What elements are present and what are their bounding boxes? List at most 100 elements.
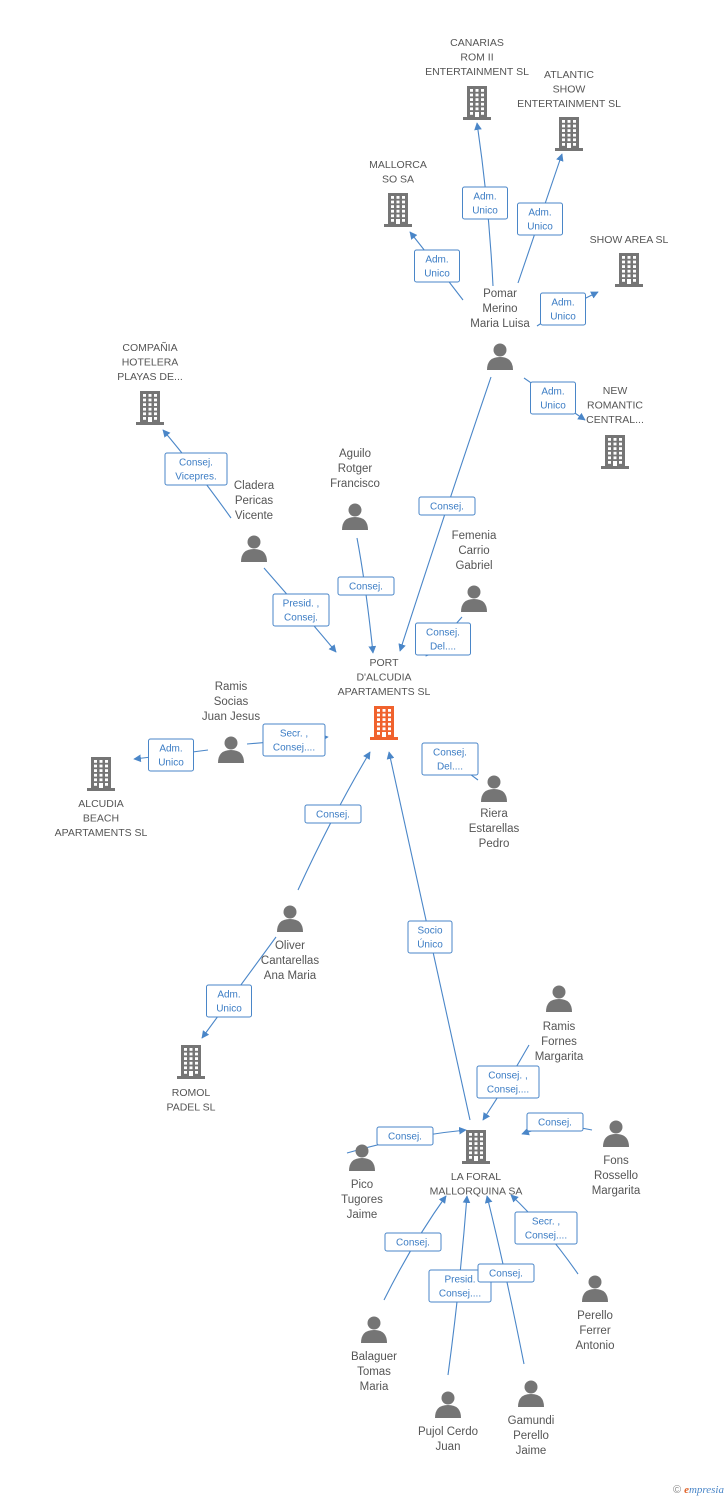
node-label: HOTELERA xyxy=(122,357,179,369)
relation-box xyxy=(148,738,194,772)
relation-label-r5[interactable]: Adm.Unico xyxy=(530,381,576,415)
relation-label-r12[interactable]: Secr. ,Consej.... xyxy=(262,723,326,757)
relation-label-r13[interactable]: Consej.Del.... xyxy=(421,742,479,776)
person-icon xyxy=(487,343,513,370)
relation-text: Del.... xyxy=(430,642,456,653)
relation-text: Consej.... xyxy=(273,743,315,754)
relation-label-r3[interactable]: Adm.Unico xyxy=(414,249,460,283)
relation-text: Consej.... xyxy=(525,1231,567,1242)
node-label: Pericas xyxy=(235,495,274,507)
relation-label-r16[interactable]: Adm. Unico xyxy=(206,984,252,1018)
node-label: NEW xyxy=(603,385,628,397)
node-label: PORT xyxy=(370,657,400,669)
relation-label-r9[interactable]: Presid. ,Consej. xyxy=(272,593,330,627)
company-node-showarea[interactable]: SHOW AREA SL xyxy=(590,234,669,287)
relation-text: Consej. , xyxy=(488,1071,527,1082)
relation-label-r19[interactable]: Consej. xyxy=(526,1112,584,1132)
relation-label-r21[interactable]: Consej. xyxy=(384,1232,442,1252)
node-label: Oliver xyxy=(275,940,305,952)
relation-label-r4[interactable]: Adm.Unico xyxy=(540,292,586,326)
relation-label-r10[interactable]: Consej. Del.... xyxy=(415,622,471,656)
node-label: PLAYAS DE... xyxy=(117,371,183,383)
relation-label-r18[interactable]: Consej. xyxy=(376,1126,434,1146)
relation-text: Consej.... xyxy=(487,1085,529,1096)
node-label: ROM II xyxy=(460,52,493,64)
relation-label-r20[interactable]: Secr. ,Consej.... xyxy=(514,1211,578,1245)
node-label: Socias xyxy=(214,696,249,708)
relation-label-r1[interactable]: Adm.Unico xyxy=(462,186,508,220)
relation-box xyxy=(337,576,395,596)
relation-box xyxy=(530,381,576,415)
relation-label-r17[interactable]: Consej. , Consej.... xyxy=(476,1065,540,1099)
relation-text: Unico xyxy=(216,1004,242,1015)
node-label: SHOW AREA SL xyxy=(590,234,669,246)
node-label: ENTERTAINMENT SL xyxy=(425,66,529,78)
relation-box xyxy=(462,186,508,220)
relation-box xyxy=(540,292,586,326)
building-icon xyxy=(615,253,643,287)
relation-label-r14[interactable]: Consej. xyxy=(304,804,362,824)
relation-box xyxy=(421,742,479,776)
company-node-newromantic[interactable]: NEW ROMANTIC CENTRAL... xyxy=(586,385,644,469)
node-label: Aguilo xyxy=(339,448,371,460)
building-icon xyxy=(87,757,115,791)
person-icon xyxy=(582,1275,608,1302)
node-label: Juan Jesus xyxy=(202,711,260,723)
relation-box xyxy=(418,496,476,516)
node-label: Perello xyxy=(513,1430,549,1442)
node-label: Jaime xyxy=(347,1209,378,1221)
relation-label-r23[interactable]: Consej. xyxy=(477,1263,535,1283)
relation-text: Consej. xyxy=(284,613,318,624)
relation-text: Adm. xyxy=(217,990,240,1001)
node-label: Maria xyxy=(360,1381,389,1393)
node-label: Merino xyxy=(482,303,517,315)
relation-label-r2[interactable]: Adm.Unico xyxy=(517,202,563,236)
relation-label-r11[interactable]: Adm.Unico xyxy=(148,738,194,772)
node-label: Riera xyxy=(480,808,508,820)
relation-label-r6[interactable]: Consej.Vicepres. xyxy=(164,452,228,486)
relation-label-r8[interactable]: Consej. xyxy=(337,576,395,596)
building-icon xyxy=(555,117,583,151)
relation-box xyxy=(476,1065,540,1099)
relation-text: Del.... xyxy=(437,762,463,773)
node-label: Antonio xyxy=(575,1340,614,1352)
node-label: Vicente xyxy=(235,510,273,522)
relation-text: Consej. xyxy=(179,458,213,469)
node-label: CENTRAL... xyxy=(586,414,644,426)
copyright-mark: © xyxy=(672,1484,682,1496)
person-icon xyxy=(361,1316,387,1343)
relation-label-r22[interactable]: Presid.Consej.... xyxy=(428,1269,492,1303)
node-label: ROMANTIC xyxy=(587,400,643,412)
relation-text: Presid. xyxy=(444,1275,475,1286)
relation-box xyxy=(415,622,471,656)
relation-text: Consej. xyxy=(426,628,460,639)
brand-initial: e xyxy=(684,1484,689,1496)
person-icon xyxy=(461,585,487,612)
building-icon xyxy=(177,1045,205,1079)
relation-text: Consej. xyxy=(538,1118,572,1129)
relation-label-r7[interactable]: Consej. xyxy=(418,496,476,516)
